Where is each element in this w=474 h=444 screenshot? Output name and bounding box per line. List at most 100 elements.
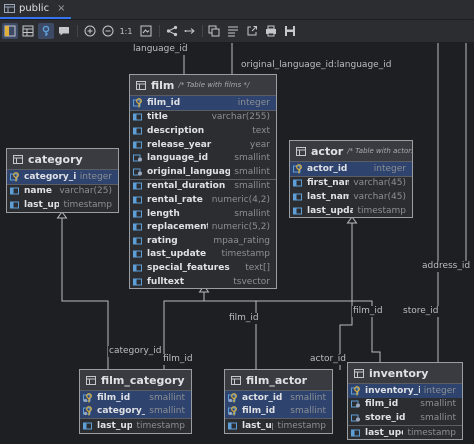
foreign-key-icon	[133, 168, 142, 176]
table-inventory[interactable]: inventoryinventory_idintegerfilm_idsmall…	[347, 362, 463, 441]
tab-bar: public ×	[0, 0, 474, 20]
save-image-button[interactable]	[282, 23, 298, 39]
relationship-lines	[56, 43, 467, 370]
print-button[interactable]	[263, 23, 279, 39]
column-type: timestamp	[136, 420, 185, 431]
column-name: inventory_id	[365, 385, 420, 396]
column-row[interactable]: last_update timestamp	[348, 426, 462, 440]
table-header[interactable]: film/* Table with films */	[130, 75, 276, 96]
column-type: smallint	[234, 166, 270, 177]
tab-public[interactable]: public ×	[0, 0, 72, 19]
column-icon	[133, 141, 142, 149]
open-external-button[interactable]	[244, 23, 260, 39]
key-separator	[348, 424, 462, 426]
show-columns-toggle[interactable]	[2, 23, 18, 39]
column-name: category_id	[24, 171, 76, 182]
table-category[interactable]: categorycategory_idintegernamevarchar(25…	[6, 148, 119, 213]
column-type: smallint	[234, 181, 270, 192]
table-header[interactable]: inventory	[348, 363, 462, 384]
key-separator	[225, 418, 332, 420]
copy-button[interactable]	[206, 23, 222, 39]
table-header[interactable]: category	[7, 149, 118, 170]
table-view-button[interactable]	[20, 23, 36, 39]
layout-button[interactable]	[164, 23, 180, 39]
column-row[interactable]: replacement_costnumeric(5,2)	[130, 220, 276, 234]
column-name: last_update	[365, 427, 403, 438]
column-type: timestamp	[407, 427, 456, 438]
column-name: length	[147, 208, 180, 219]
column-name: special_features	[147, 262, 230, 273]
column-icon	[83, 422, 92, 430]
column-row[interactable]: film_id smallint	[225, 404, 332, 419]
table-header[interactable]: film_category	[80, 370, 191, 391]
table-name: category	[28, 152, 83, 166]
table-icon	[22, 25, 34, 37]
diagram-toolbar: 1:1	[0, 20, 474, 43]
label-film-id: film_id	[352, 306, 384, 317]
column-type: integer	[79, 171, 112, 182]
column-name: actor_id	[242, 392, 283, 403]
column-name: film_id	[242, 406, 276, 417]
properties-button[interactable]	[225, 23, 241, 39]
primary-key-icon	[351, 385, 360, 396]
table-actor[interactable]: actor/* Table with actors */actor_idinte…	[289, 140, 413, 219]
fit-content-button[interactable]	[138, 23, 154, 39]
diagram-icon	[4, 4, 15, 13]
primary-foreign-key-icon	[83, 406, 92, 416]
column-type: smallint	[290, 406, 326, 417]
key-separator	[80, 418, 191, 420]
table-comment: /* Table with actors */	[347, 147, 412, 155]
edge-film-actor-actor	[339, 217, 353, 370]
column-type: integer	[373, 163, 406, 174]
table-film-category[interactable]: film_categoryfilm_idsmallintcategory_ids…	[79, 369, 192, 434]
column-name: film_id	[365, 399, 399, 410]
column-type: mpaa_rating	[213, 235, 270, 246]
table-header[interactable]: actor/* Table with actors */	[290, 141, 412, 162]
key-separator	[130, 109, 276, 111]
show-comments-toggle[interactable]	[56, 23, 72, 39]
route-edges-button[interactable]	[182, 23, 198, 39]
toolbar-separator	[77, 25, 78, 37]
column-name: release_year	[147, 139, 212, 150]
zoom-in-button[interactable]	[82, 23, 98, 39]
fit-icon	[140, 25, 152, 37]
close-icon[interactable]: ×	[57, 3, 66, 14]
key-separator	[7, 183, 118, 185]
show-keys-toggle[interactable]	[38, 23, 54, 39]
actual-size-button[interactable]: 1:1	[119, 26, 133, 36]
key-separator	[130, 178, 276, 180]
diagram-canvas[interactable]: language_id original_language_id:languag…	[0, 43, 474, 444]
table-header[interactable]: film_actor	[225, 370, 332, 391]
zoom-out-button[interactable]	[100, 23, 116, 39]
